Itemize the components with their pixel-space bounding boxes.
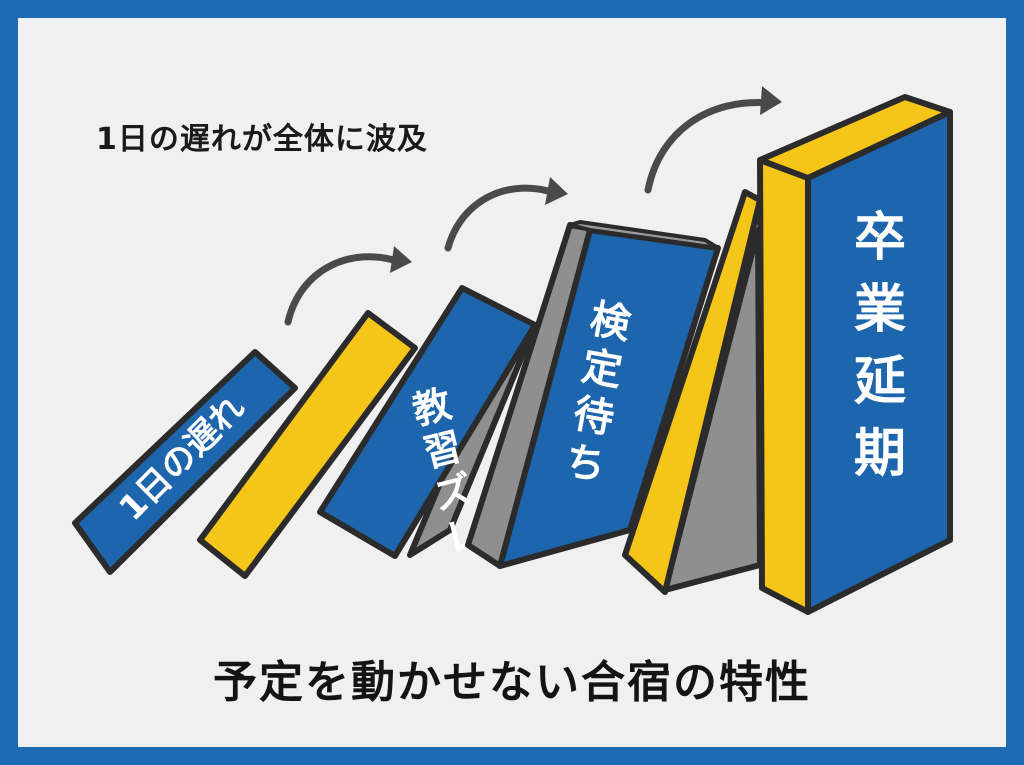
arrow-head-icon (760, 86, 782, 115)
caption-title: 予定を動かせない合宿の特性 (213, 657, 811, 708)
arrow-icon (284, 253, 404, 326)
arrow-head-icon (390, 246, 412, 273)
domino-4-label: 検定待ち (562, 296, 635, 490)
arrow-head-icon (545, 177, 568, 205)
domino-6: 卒業延期 (757, 94, 953, 615)
arrow-icon (644, 98, 774, 194)
domino-4: 検定待ち (465, 220, 721, 569)
domino-2 (197, 310, 418, 579)
chain-arrows (284, 86, 782, 326)
domino-5 (622, 189, 763, 595)
arrow-icon (444, 184, 559, 252)
domino-6-label: 卒業延期 (854, 208, 906, 484)
header-title: 1日の遅れが全体に波及 (96, 122, 428, 157)
